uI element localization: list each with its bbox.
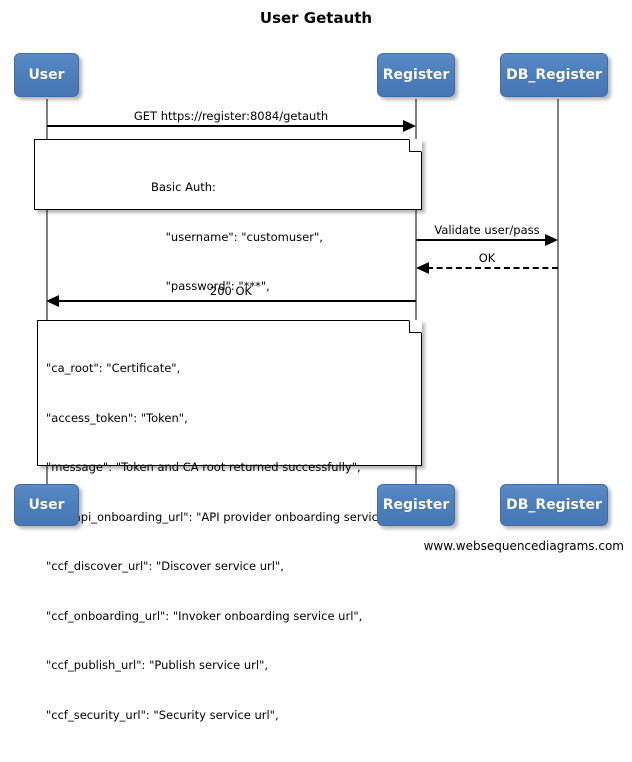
note-line: "access_token": "Token", <box>46 410 188 425</box>
participant-label: User <box>28 67 65 83</box>
participant-user-bottom[interactable]: User <box>14 484 79 526</box>
note-line: "ca_root": "Certificate", <box>46 361 181 375</box>
message-line-validate-user-pass <box>416 239 547 241</box>
note-token-response-body: "ca_root": "Certificate", "access_token"… <box>38 321 439 762</box>
participant-db-register-top[interactable]: DB_Register <box>500 53 608 97</box>
lifeline-db-register <box>557 99 559 484</box>
note-fold-edge-icon <box>409 140 421 152</box>
sequence-diagram-canvas: User Getauth User Register DB_Register G… <box>14 9 624 722</box>
participant-user-top[interactable]: User <box>14 53 79 97</box>
note-line: "message": "Token and CA root returned s… <box>46 460 361 474</box>
note-basic-auth: Basic Auth: "username": "customuser", "p… <box>34 139 422 293</box>
note-line: "password": "***", <box>151 279 270 293</box>
arrow-head-200-ok <box>46 295 59 307</box>
participant-label: DB_Register <box>506 67 602 83</box>
message-label-validate-user-pass: Validate user/pass <box>434 223 540 237</box>
message-line-200-ok <box>58 300 416 302</box>
note-line: "username": "customuser", <box>151 229 323 244</box>
participant-label: Register <box>382 67 450 83</box>
arrow-head-validate-user-pass <box>545 234 558 246</box>
page-title: User Getauth <box>259 9 373 27</box>
lifeline-user <box>46 99 48 484</box>
note-basic-auth-body: Basic Auth: "username": "customuser", "p… <box>35 140 423 334</box>
message-line-ok <box>427 267 558 269</box>
participant-db-register-bottom[interactable]: DB_Register <box>500 484 608 526</box>
footer-watermark: www.websequencediagrams.com <box>423 539 624 553</box>
participant-label: User <box>28 497 65 513</box>
note-line: "ccf_publish_url": "Publish service url"… <box>46 658 269 672</box>
note-line: "ccf_security_url": "Security service ur… <box>46 707 279 722</box>
note-fold-edge-icon <box>409 321 421 333</box>
participant-register-top[interactable]: Register <box>377 53 455 97</box>
message-label-200-ok: 200 OK <box>209 284 253 298</box>
message-line-get-getauth <box>47 125 405 127</box>
arrow-head-ok <box>416 262 429 274</box>
lifeline-register <box>415 99 417 484</box>
note-line: "ccf_discover_url": "Discover service ur… <box>46 559 284 573</box>
note-token-response: "ca_root": "Certificate", "access_token"… <box>37 320 422 722</box>
note-line: "ccf_onboarding_url": "Invoker onboardin… <box>46 608 363 623</box>
message-label-get-getauth: GET https://register:8084/getauth <box>133 109 329 123</box>
note-line: "ccf_api_onboarding_url": "API provider … <box>46 509 413 524</box>
arrow-head-get-getauth <box>403 120 416 132</box>
note-line: Basic Auth: <box>151 180 216 194</box>
participant-label: Register <box>382 497 450 513</box>
participant-register-bottom[interactable]: Register <box>377 484 455 526</box>
participant-label: DB_Register <box>506 497 602 513</box>
message-label-ok: OK <box>478 251 496 265</box>
